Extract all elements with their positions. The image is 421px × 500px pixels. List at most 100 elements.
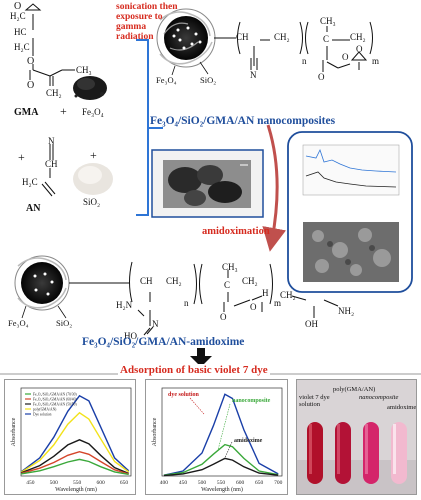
top-epoxide-o-label: O <box>356 44 363 54</box>
vial-poly <box>335 422 351 484</box>
vials-photo-panel: violet 7 dye solution poly(GMA/AN) nanoc… <box>296 379 417 495</box>
y-axis-label: Absorbance <box>152 417 158 446</box>
top-ester-o-label: O <box>342 52 349 62</box>
x-tick-label: 600 <box>96 480 105 486</box>
bottom-particle-fe3o4-label: Fe₃O₄ <box>8 318 29 328</box>
polymer-chain-top <box>214 21 373 72</box>
bottom-particle-sio2-label: SiO₂ <box>56 318 73 328</box>
product1-title: Fe₃O₄/SiO₂/GMA/AN nanocomposites <box>150 115 336 127</box>
annotation-pointer-nano <box>217 403 231 451</box>
an-structure <box>41 144 56 197</box>
polymer-chain-bottom <box>69 261 339 336</box>
x-tick-label: 550 <box>217 480 226 486</box>
reactants-bracket <box>136 39 163 216</box>
series-line-4 <box>20 458 129 476</box>
amidoximation-arrow <box>262 124 286 252</box>
bottom-ch3-label: CH₃ <box>222 262 238 272</box>
x-axis-label: Wavelength (nm) <box>201 486 243 493</box>
gma-ch3-label: CH₃ <box>76 65 92 75</box>
series-line-0 <box>20 394 130 473</box>
bottom-m-label: m <box>274 298 282 308</box>
adsorption-arrow <box>190 348 212 367</box>
plus-sign-3: + <box>90 148 97 162</box>
series-line-0 <box>163 393 279 476</box>
vial-label-dye: violet 7 dye solution <box>299 394 330 408</box>
legend-label: Fe₃O₄/SiO₂/GMA/AN (70/30) <box>33 393 77 397</box>
vial-nanocomposite <box>363 422 379 484</box>
plus-sign-2: + <box>18 150 25 164</box>
bottom-oh-label: OH <box>305 319 318 329</box>
an-ch-label: CH <box>45 159 58 169</box>
x-tick-label: 650 <box>255 480 264 486</box>
bottom-c-label: C <box>224 280 231 290</box>
top-ch2-label: CH₂ <box>274 32 290 42</box>
gma-structure <box>24 3 75 86</box>
gma-ch2-label-2: H₂C <box>14 42 30 52</box>
gma-o2-label: O <box>27 80 35 91</box>
x-tick-label: 500 <box>50 480 59 486</box>
x-tick-label: 650 <box>120 480 129 486</box>
step3-label: Adsorption of basic violet 7 dye <box>118 364 270 376</box>
gma-oxirane-label: O <box>14 1 22 12</box>
legend-label: Fe₃O₄/SiO₂/GMA/AN (50/50) <box>33 403 77 407</box>
gma-o-label: O <box>27 56 35 67</box>
sio2-powder <box>73 163 113 195</box>
an-label: AN <box>26 203 41 214</box>
legend-label: Dye solution <box>33 413 52 417</box>
characterization-box <box>287 131 413 293</box>
plus-sign-1: + <box>60 104 67 118</box>
step1-label: sonication then exposure to gamma radiat… <box>116 2 178 42</box>
x-tick-label: 600 <box>236 480 245 486</box>
product2-title: Fe₃O₄/SiO₂/GMA/AN-amidoxime <box>82 336 245 348</box>
bottom-ch2-label: CH₂ <box>166 276 182 286</box>
y-axis-label: Absorbance <box>11 417 17 446</box>
annotation-dye: dye solution <box>168 392 200 398</box>
x-tick-label: 700 <box>274 480 283 486</box>
vials-photo <box>297 380 416 494</box>
top-ch-label: CH <box>236 32 249 42</box>
bottom-ester-o-label: O <box>250 302 257 312</box>
annotation-amid: amidoxime <box>234 438 263 444</box>
an-n-label: N <box>48 136 55 146</box>
legend-label: Fe₃O₄/SiO₂/GMA/AN (60/40) <box>33 398 77 402</box>
vial-label-nano: nanocomposite <box>359 394 399 401</box>
composite-particle-bottom <box>14 255 70 311</box>
an-h2c-label: H₂C <box>22 177 38 187</box>
particle-sio2-label: SiO₂ <box>200 75 217 85</box>
bottom-ch-label: CH <box>140 276 153 286</box>
bottom-ch2-label-3: CH₂ <box>280 290 296 300</box>
annotation-pointer-amid <box>223 441 233 461</box>
vial-amidoxime <box>391 422 407 484</box>
gma-ch2-label-1: H₂C <box>10 11 26 21</box>
gma-ch2-label-3: CH₂ <box>46 88 62 98</box>
bottom-n-label: n <box>184 298 189 308</box>
bottom-h2n-label: H₂N <box>116 300 133 310</box>
particle-fe3o4-label: Fe₃O₄ <box>156 75 177 85</box>
tem-image <box>151 149 264 218</box>
series-line-2 <box>20 439 129 475</box>
sio2-powder-label: SiO₂ <box>83 197 101 207</box>
annotation-pointer-dye <box>189 397 205 415</box>
top-o-label: O <box>318 72 325 82</box>
chart-frame <box>161 387 283 477</box>
composite-particle-top <box>156 8 216 68</box>
top-ch2-label-2: CH₂ <box>350 32 366 42</box>
top-nitrile-n-label: N <box>250 70 257 80</box>
step2-label: amidoximation <box>202 226 270 237</box>
top-ch3-label: CH₃ <box>320 16 336 26</box>
gma-label: GMA <box>14 107 39 118</box>
fe3o4-powder-label: Fe₃O₄ <box>82 107 104 117</box>
x-tick-label: 400 <box>160 480 169 486</box>
bottom-ch2-label-2: CH₂ <box>242 276 258 286</box>
x-tick-label: 450 <box>26 480 35 486</box>
gma-ch-label: HC <box>14 27 27 37</box>
vial-label-poly: poly(GMA/AN) <box>333 386 376 393</box>
x-tick-label: 450 <box>179 480 188 486</box>
x-tick-label: 500 <box>198 480 207 486</box>
bottom-o-label: O <box>220 312 227 322</box>
